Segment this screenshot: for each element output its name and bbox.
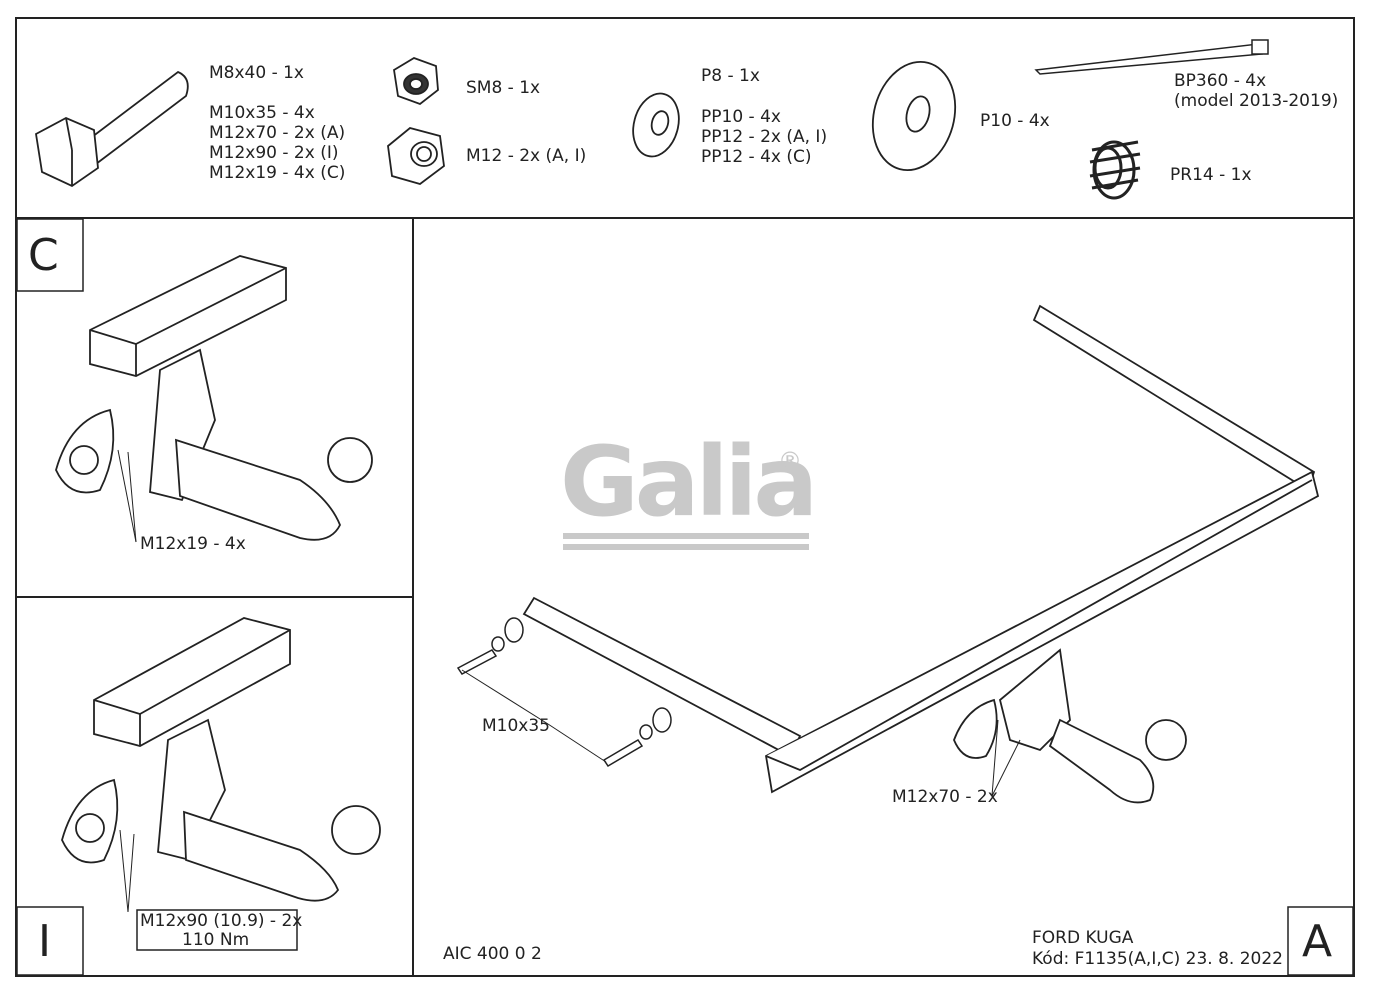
product-code: AIC 400 0 2 <box>443 944 542 964</box>
part-bp360-line-2: (model 2013-2019) <box>1174 91 1339 111</box>
part-p8-label: P8 - 1x <box>701 66 760 86</box>
kod-date: Kód: F1135(A,I,C) 23. 8. 2022 <box>1032 949 1283 969</box>
part-pp-line-2: PP12 - 2x (A, I) <box>701 127 828 147</box>
part-bolt-line-4: M12x19 - 4x (C) <box>209 163 346 183</box>
part-m12-label: M12 - 2x (A, I) <box>466 146 587 166</box>
torque-callout-box <box>136 909 298 951</box>
m12-nut-icon <box>387 127 445 185</box>
bolt-icon <box>35 70 189 188</box>
washer-pp-icon <box>632 92 680 158</box>
sm8-nut-icon <box>393 57 439 106</box>
spring-icon <box>1089 140 1141 200</box>
vehicle-name: FORD KUGA <box>1032 928 1134 948</box>
galia-logo-bars <box>563 533 809 550</box>
part-pp-line-1: PP10 - 4x <box>701 107 781 127</box>
part-sm8-label: SM8 - 1x <box>466 78 541 98</box>
callout-leaders <box>117 449 1021 913</box>
callout-i-torque: 110 Nm <box>182 930 250 950</box>
hitch-i-illustration <box>61 617 381 902</box>
outer-frame <box>15 17 1355 977</box>
part-bp360-line-1: BP360 - 4x <box>1174 71 1267 91</box>
galia-registered-mark: ® <box>778 447 802 475</box>
panel-a-letter: A <box>1302 916 1333 967</box>
part-p10-label: P10 - 4x <box>980 111 1050 131</box>
callout-c-m12x19: M12x19 - 4x <box>140 534 246 554</box>
callout-a-m10x35: M10x35 <box>482 716 550 736</box>
a-fasteners-icon <box>456 617 672 768</box>
hitch-a-illustration <box>522 304 1320 804</box>
i-letter-box <box>16 906 84 976</box>
part-bolt-line-1: M10x35 - 4x <box>209 103 315 123</box>
part-bolt-line-2: M12x70 - 2x (A) <box>209 123 346 143</box>
galia-logo: Galia <box>560 426 818 538</box>
part-pp-line-3: PP12 - 4x (C) <box>701 147 812 167</box>
c-letter-box <box>16 218 84 292</box>
washer-p10-icon <box>871 60 957 172</box>
hitch-c-illustration <box>55 255 373 541</box>
part-bolt-line-3: M12x90 - 2x (I) <box>209 143 339 163</box>
part-bolt-label: M8x40 - 1x <box>209 63 304 83</box>
part-pr14-label: PR14 - 1x <box>1170 165 1252 185</box>
callout-i-m12x90: M12x90 (10.9) - 2x <box>140 911 303 931</box>
panel-c-letter: C <box>28 230 59 281</box>
callout-a-m12x70: M12x70 - 2x <box>892 787 998 807</box>
a-letter-box <box>1287 906 1354 976</box>
panel-i-letter: I <box>38 916 51 967</box>
cable-tie-icon <box>1034 39 1269 75</box>
